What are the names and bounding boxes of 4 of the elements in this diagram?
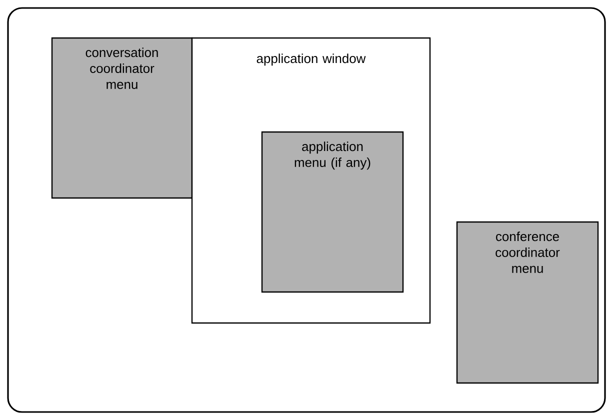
menu-box: conversation coordinator menu bbox=[51, 37, 193, 199]
frame bbox=[7, 7, 606, 413]
menu-box: application menu (if any) bbox=[261, 131, 404, 293]
menu-box: conference coordinator menu bbox=[456, 221, 599, 384]
